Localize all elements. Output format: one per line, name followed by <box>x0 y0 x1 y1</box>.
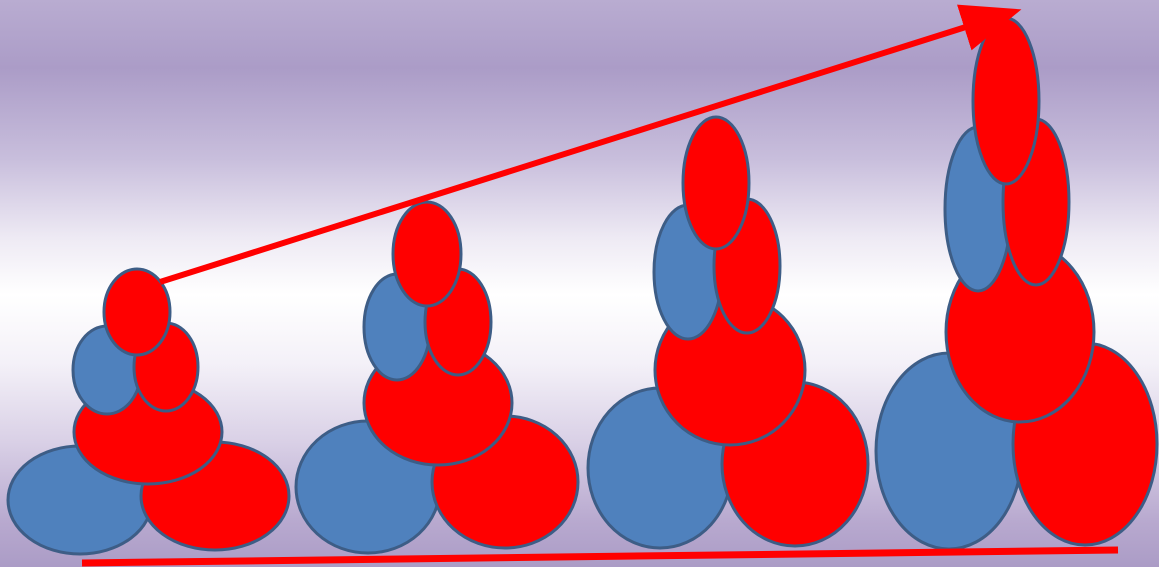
trend-arrow <box>159 4 1022 285</box>
stack-3 <box>586 115 870 550</box>
stack-4 <box>874 16 1159 551</box>
stack-3-top-red <box>681 115 751 251</box>
stack-4-top-red <box>971 16 1041 186</box>
stack-1 <box>6 267 291 556</box>
stack-1-top-red <box>102 267 172 357</box>
baseline-line <box>81 546 1119 567</box>
stack-2 <box>294 200 580 555</box>
stack-2-top-red <box>391 200 463 308</box>
